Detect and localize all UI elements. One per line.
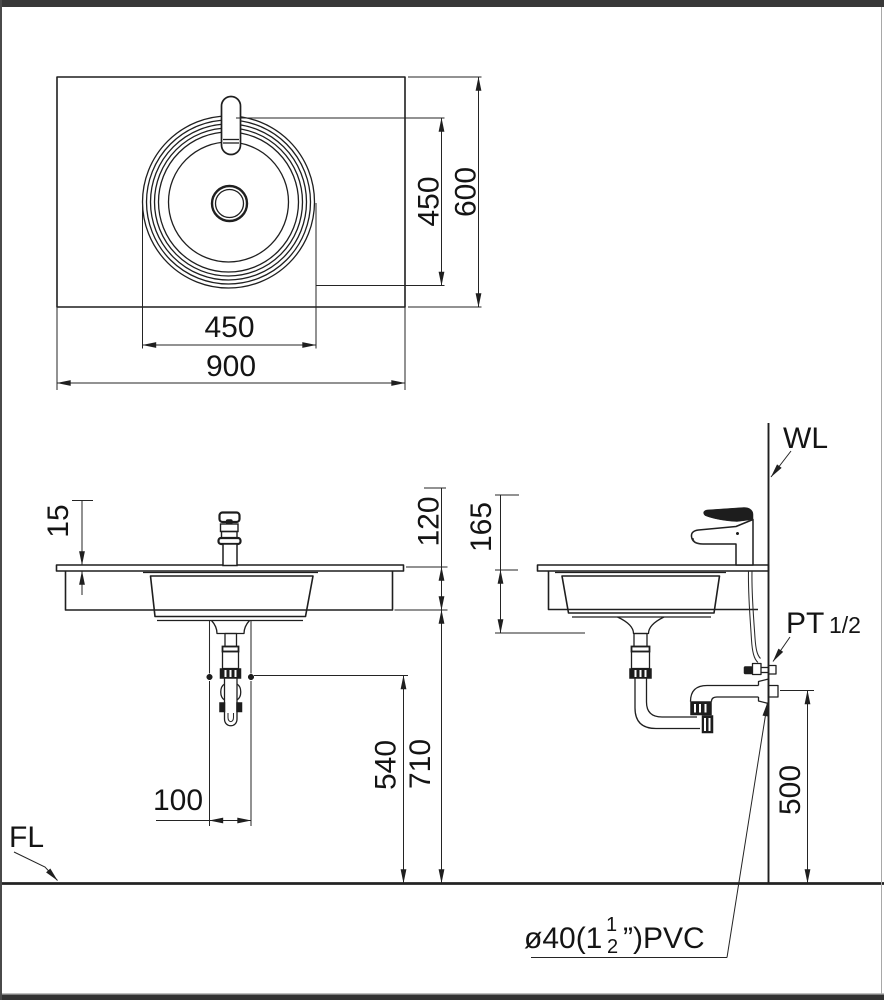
dim-cutout-width: 450 (142, 311, 317, 348)
pt-size-text: 1/2 (829, 612, 861, 638)
dim-text-540: 540 (370, 740, 403, 790)
dim-text-100: 100 (153, 784, 203, 817)
dim-top-thickness: 15 (42, 500, 93, 595)
counter-slab-side (536, 564, 770, 572)
counter-outline-plan (56, 76, 406, 308)
dim-text-450-horizontal: 450 (204, 311, 254, 344)
pt-leader (772, 636, 791, 662)
supply-thread-label: PT 1/2 (772, 607, 861, 662)
dim-supply-spacing: 100 (153, 681, 252, 826)
wl-leader (770, 450, 792, 478)
dim-text-120: 120 (413, 496, 446, 546)
bowl-front (143, 571, 318, 622)
pvc-frac-numerator: 1 (606, 914, 617, 936)
dim-text-15: 15 (42, 504, 75, 537)
drain-trap-front (211, 620, 250, 727)
side-view: WL PT 1/2 165 500 ø40(1 1 2 (465, 422, 861, 958)
dim-counter-width: 900 (56, 307, 406, 390)
faucet-plan (220, 95, 242, 156)
pvc-text-prefix: ø40(1 (524, 922, 602, 955)
pvc-text-suffix: ”)PVC (623, 922, 705, 955)
wl-text: WL (783, 422, 828, 455)
dim-text-450-vertical: 450 (413, 176, 446, 226)
dim-text-900: 900 (206, 350, 256, 383)
wall-flange (757, 678, 770, 705)
dim-text-165: 165 (465, 502, 498, 552)
wall-line-label: WL (770, 422, 828, 478)
counter-apron-front (64, 571, 394, 611)
dim-outlet-height: 500 (774, 690, 814, 884)
stop-valve-handle (743, 666, 753, 675)
stop-valve-body (751, 662, 762, 676)
supply-tails-front (206, 620, 255, 681)
fl-text: FL (9, 821, 44, 854)
dim-basin-depth: 450 (236, 117, 446, 286)
floor-line-label: FL (9, 821, 58, 881)
dim-bowl-depth: 165 (465, 494, 585, 634)
drain-plan (210, 184, 249, 223)
supply-wall-fitting (767, 664, 777, 675)
pvc-frac-denominator: 2 (607, 936, 618, 958)
dim-text-710: 710 (404, 739, 437, 789)
pvc-leader (726, 702, 769, 958)
supply-side (743, 570, 777, 676)
dim-counter-depth: 600 (408, 76, 483, 308)
dim-apron-and-height: 120 710 (394, 487, 448, 884)
faucet-side (690, 507, 754, 566)
bowl-side (555, 571, 726, 618)
dim-text-500: 500 (774, 765, 807, 815)
waste-pipe-label: ø40(1 1 2 ”)PVC (524, 702, 769, 958)
drain-trap-side (617, 616, 779, 734)
front-view: 100 15 120 710 540 FL (9, 487, 448, 884)
fl-leader (13, 851, 58, 881)
wall-outlet-stub (767, 684, 779, 698)
top-view: 450 600 450 900 (56, 76, 483, 390)
faucet-lever-side (703, 507, 754, 522)
basin-bowl-circle (167, 141, 290, 263)
counter-apron-side (547, 571, 758, 611)
faucet-front (217, 511, 242, 567)
pt-text: PT (786, 607, 824, 640)
dim-trap-height: 540 (254, 675, 408, 884)
dim-text-600: 600 (450, 167, 483, 217)
